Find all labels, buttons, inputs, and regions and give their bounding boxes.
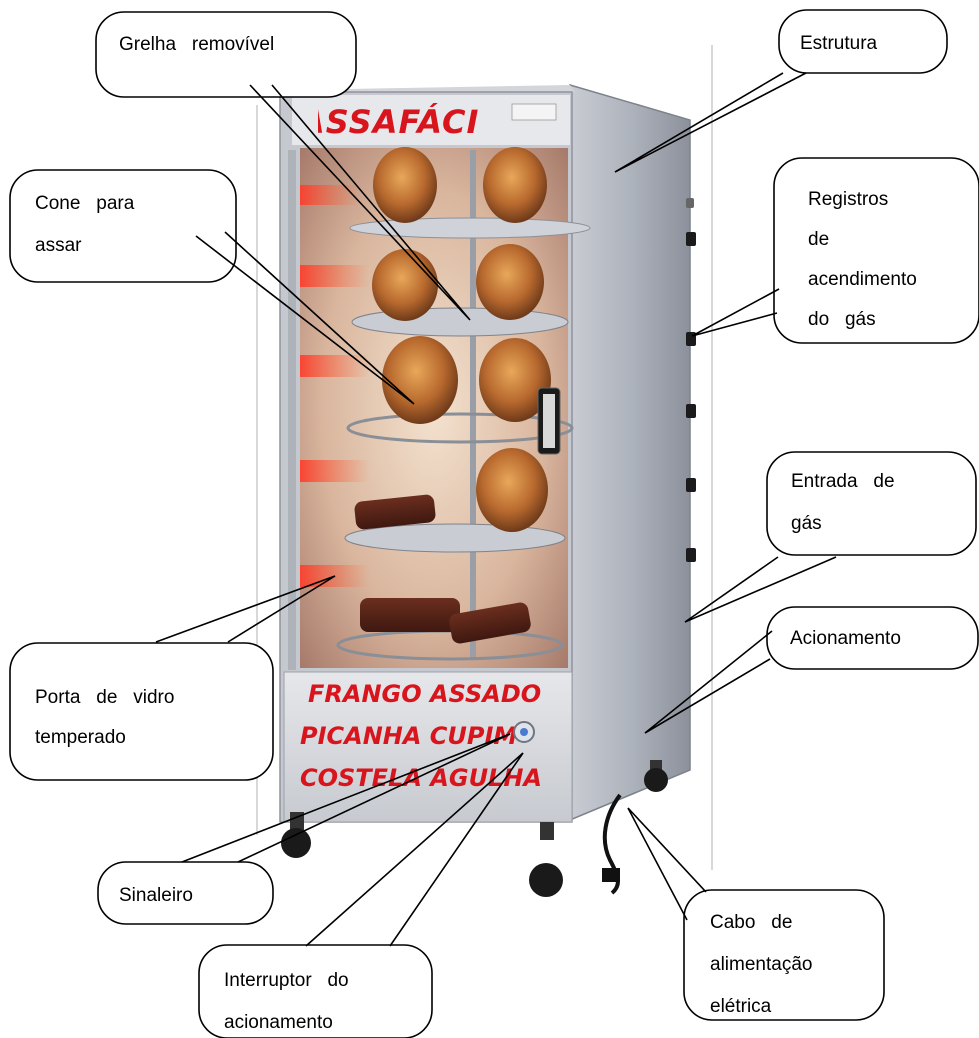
gas-knob-3[interactable] — [686, 404, 696, 418]
meat-3 — [449, 602, 531, 644]
heater-glow-3 — [300, 355, 370, 377]
callout-label-registros-3: do gás — [808, 309, 876, 330]
callout-cone: Cone para assar — [9, 169, 415, 405]
callout-box-cabo — [683, 889, 885, 1021]
callout-label-porta-1: temperado — [35, 727, 126, 748]
heater-glow-1 — [300, 185, 360, 205]
callout-pointer-sinaleiro — [181, 733, 511, 863]
callout-label-grelha-0: Grelha removível — [119, 34, 274, 55]
gas-knob-5[interactable] — [686, 548, 696, 562]
callout-interruptor: Interruptor do acionamento — [198, 752, 524, 1038]
callout-label-cabo-1: alimentação — [710, 954, 812, 975]
callout-box-interruptor — [198, 944, 433, 1038]
callout-registros: Registros de acendimento do gás — [691, 157, 979, 344]
callout-label-registros-2: acendimento — [808, 269, 917, 290]
chicken-2 — [483, 147, 547, 223]
callout-pointer-estrutura — [614, 72, 807, 173]
front-line-1: FRANGO ASSADO — [308, 680, 541, 708]
callout-porta: Porta de vidro temperado — [9, 575, 336, 781]
power-plug — [602, 868, 620, 882]
grill-shelf-3 — [346, 412, 574, 444]
meat-1 — [354, 494, 436, 530]
chicken-3 — [372, 249, 438, 321]
callout-label-acionamento-0: Acionamento — [790, 628, 901, 649]
oven-brand: ASSAFÁCIL — [297, 103, 501, 141]
chicken-7 — [476, 448, 548, 532]
gas-knob-1[interactable] — [686, 232, 696, 246]
callout-label-interruptor-1: acionamento — [224, 1012, 333, 1033]
callout-box-cone — [9, 169, 237, 283]
gas-knob-4[interactable] — [686, 478, 696, 492]
rotisserie-oven: ASSAFÁCIL — [279, 84, 696, 897]
callout-label-interruptor-0: Interruptor do — [224, 970, 349, 991]
chicken-1 — [373, 147, 437, 223]
callout-pointer-entrada — [684, 556, 837, 623]
power-cable — [602, 793, 622, 895]
callout-label-entrada-0: Entrada de — [791, 471, 895, 492]
gas-inlet — [686, 198, 694, 208]
callout-pointer-cabo — [627, 807, 707, 921]
callout-label-registros-0: Registros — [808, 189, 888, 210]
callout-entrada: Entrada de gás — [684, 451, 977, 623]
caster-wheels — [281, 760, 668, 897]
callout-box-entrada — [766, 451, 977, 556]
callout-label-sinaleiro-0: Sinaleiro — [119, 885, 193, 906]
callout-acionamento: Acionamento — [644, 606, 979, 734]
callout-pointer-interruptor — [305, 752, 524, 947]
callout-pointer-grelha — [249, 84, 471, 321]
callout-label-cone-0: Cone para — [35, 193, 135, 214]
callout-pointer-porta — [155, 575, 336, 643]
callout-box-sinaleiro — [97, 861, 274, 925]
callout-box-grelha — [95, 11, 357, 98]
callout-pointer-registros — [691, 288, 780, 337]
callout-label-cone-1: assar — [35, 235, 82, 256]
door-handle-inner — [543, 394, 555, 448]
callout-label-estrutura-0: Estrutura — [800, 33, 878, 54]
callout-label-entrada-1: gás — [791, 513, 822, 534]
heater-glow-4 — [300, 460, 370, 482]
oven-side-panel — [569, 84, 691, 822]
signal-light — [520, 728, 528, 736]
door-hinge — [288, 150, 296, 670]
oven-front-panel — [283, 671, 573, 823]
callout-sinaleiro: Sinaleiro — [97, 733, 511, 925]
rotisserie-pole — [470, 150, 476, 660]
callout-box-acionamento — [766, 606, 979, 670]
grill-shelf-4 — [344, 523, 566, 553]
callout-label-porta-0: Porta de vidro — [35, 687, 174, 708]
heater-glow-2 — [300, 265, 370, 287]
oven-label-plate — [511, 103, 557, 121]
callout-pointer-acionamento — [644, 630, 773, 734]
chicken-4 — [476, 244, 544, 320]
callout-grelha: Grelha removível — [95, 11, 471, 321]
chicken-5 — [382, 336, 458, 424]
grill-shelf-1 — [349, 217, 591, 239]
meat-2 — [360, 598, 460, 632]
callout-cabo: Cabo de alimentação elétrica — [627, 807, 885, 1021]
callout-box-estrutura — [778, 9, 948, 74]
callout-box-porta — [9, 642, 274, 781]
callout-label-registros-1: de — [808, 229, 829, 250]
callout-label-cabo-2: elétrica — [710, 996, 772, 1017]
chicken-6 — [479, 338, 551, 422]
callout-label-cabo-0: Cabo de — [710, 912, 792, 933]
callout-estrutura: Estrutura — [614, 9, 948, 173]
callout-pointer-cone — [195, 231, 415, 405]
callout-box-registros — [773, 157, 979, 344]
